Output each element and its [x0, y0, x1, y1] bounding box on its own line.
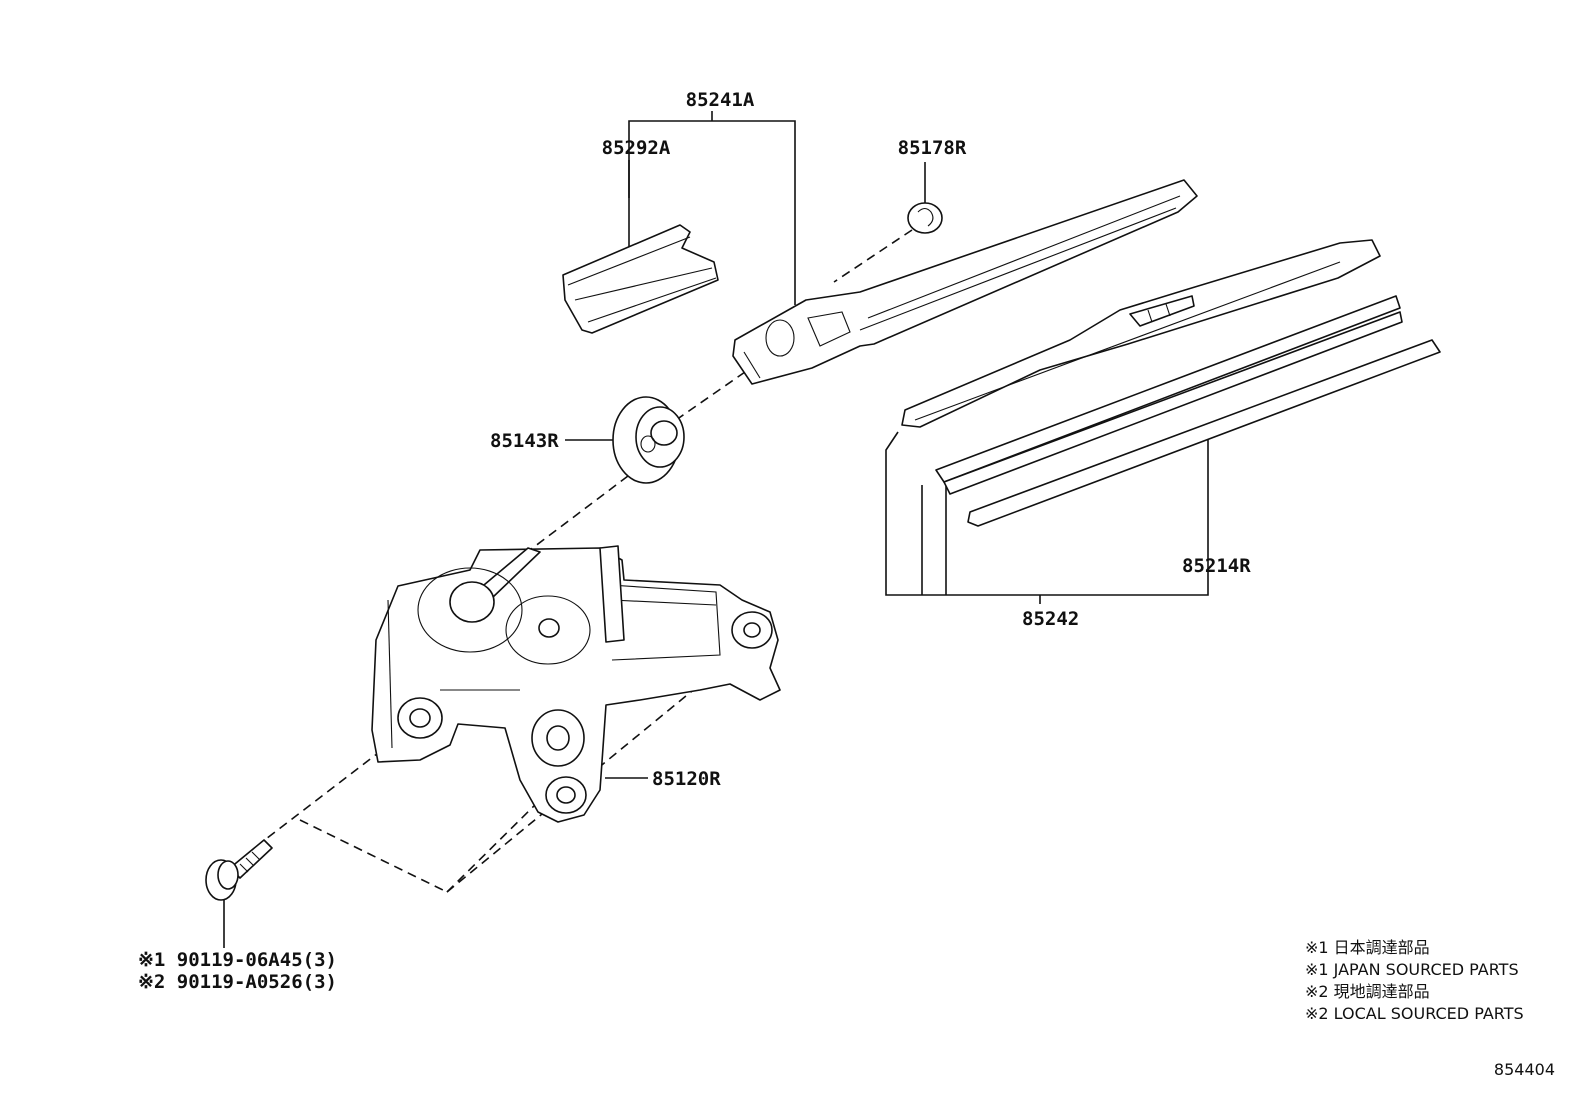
label-85242: 85242: [1022, 608, 1079, 630]
leader-lines: [223, 111, 1209, 948]
wiper-arm: [732, 179, 1198, 385]
wiper-arm-cap: [562, 224, 719, 334]
bolt: [205, 839, 273, 901]
label-85143R: 85143R: [490, 430, 559, 452]
label-85178R: 85178R: [898, 137, 967, 159]
figure-number: 854404: [1494, 1060, 1555, 1079]
nut-85178R: [907, 202, 943, 234]
label-bolt-japan: ※1 90119-06A45(3): [138, 949, 337, 971]
note-japan-jp: ※1 日本調達部品: [1305, 938, 1430, 957]
label-85214R: 85214R: [1182, 555, 1251, 577]
wiper-blade: [901, 239, 1403, 495]
label-85292A: 85292A: [602, 137, 671, 159]
blade-rubber: [967, 339, 1441, 527]
note-local-jp: ※2 現地調達部品: [1305, 982, 1430, 1001]
label-85241A: 85241A: [686, 89, 755, 111]
label-bolt-local: ※2 90119-A0526(3): [138, 971, 337, 993]
note-japan-en: ※1 JAPAN SOURCED PARTS: [1305, 960, 1519, 979]
pivot-cap-85143R: [612, 396, 685, 484]
wiper-motor: [371, 545, 781, 823]
note-local-en: ※2 LOCAL SOURCED PARTS: [1305, 1004, 1524, 1023]
leader-85242: [885, 431, 1209, 596]
label-85120R: 85120R: [652, 768, 721, 790]
